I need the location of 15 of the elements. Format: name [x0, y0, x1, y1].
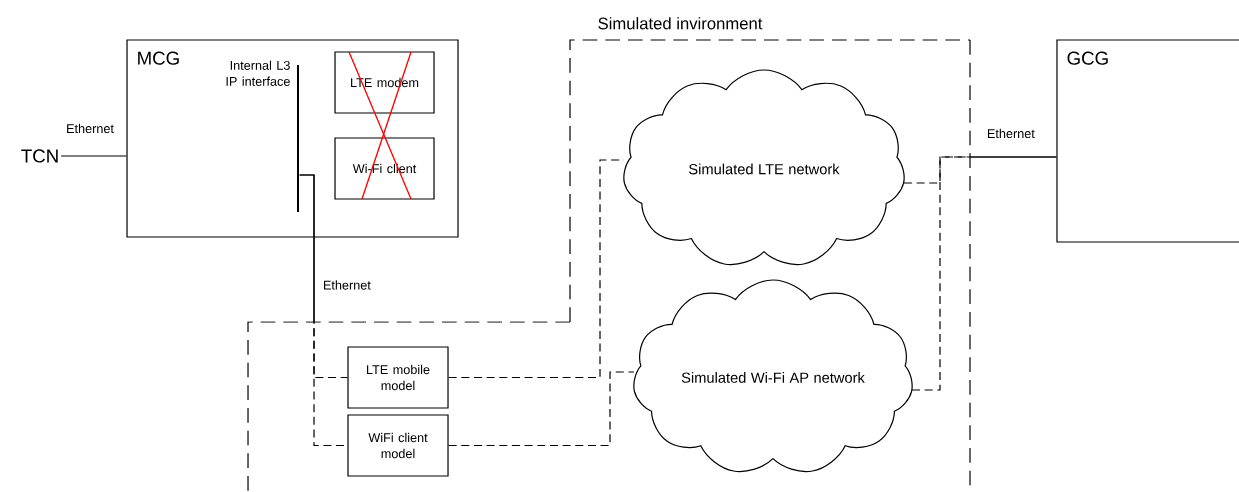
- dashed-connector: [911, 156, 1057, 391]
- dashed-connector: [448, 371, 635, 447]
- network-cloud: Simulated LTE network: [623, 69, 905, 266]
- network-cloud: Simulated Wi-Fi AP network: [633, 279, 913, 473]
- node-label: TCN: [21, 149, 58, 163]
- component-box: WiFi client model: [347, 414, 449, 477]
- edge-label: Ethernet: [985, 127, 1037, 140]
- connector-line: [60, 155, 127, 157]
- device-box: GCG: [1056, 39, 1239, 243]
- edge-label: Ethernet: [64, 122, 116, 135]
- dashed-connector: [299, 174, 348, 447]
- component-box: LTE mobile model: [347, 346, 449, 409]
- dashed-connector: [448, 159, 625, 379]
- edge-label: Ethernet: [321, 279, 373, 291]
- interface-label: Internal L3 IP interface: [226, 60, 290, 86]
